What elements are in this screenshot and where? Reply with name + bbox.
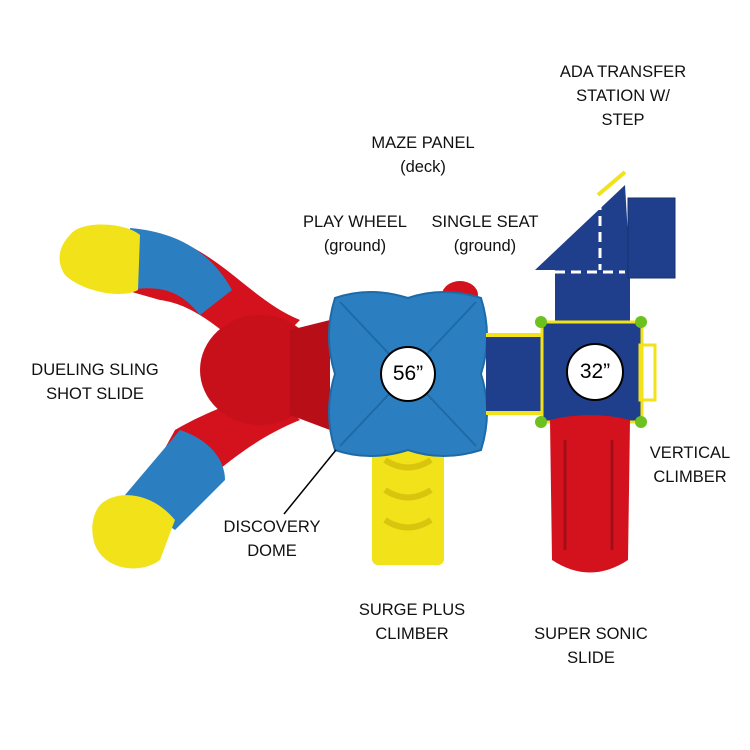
label-super-sonic-slide: SUPER SONIC SLIDE [534, 622, 648, 670]
surge-plus-climber [372, 440, 444, 565]
label-line: (ground) [323, 237, 387, 255]
label-vertical-climber: VERTICAL CLIMBER [650, 441, 730, 489]
label-line: SUPER SONIC [534, 625, 648, 643]
label-line: SLIDE [567, 649, 615, 667]
label-line: (ground) [453, 237, 517, 255]
label-line: DUELING SLING [31, 361, 159, 379]
label-line: DISCOVERY [223, 518, 321, 536]
super-sonic-slide [550, 415, 630, 573]
label-line: SHOT SLIDE [46, 385, 144, 403]
discovery-leader-line [283, 449, 337, 515]
label-line: SURGE PLUS [358, 601, 466, 619]
label-dueling-sling-shot-slide: DUELING SLING SHOT SLIDE [31, 358, 158, 406]
label-surge-plus-climber: SURGE PLUS CLIMBER [359, 598, 465, 646]
label-line: VERTICAL [649, 444, 731, 462]
maze-bridge [486, 335, 546, 413]
ada-transfer-station [535, 185, 630, 270]
label-line: ADA TRANSFER [559, 63, 687, 81]
label-discovery-dome: DISCOVERY DOME [224, 515, 321, 563]
label-line: STATION W/ [576, 87, 670, 105]
label-ada-transfer-station: ADA TRANSFER STATION W/ STEP [560, 60, 686, 132]
label-line: STEP [601, 111, 645, 129]
label-line: MAZE PANEL [371, 134, 475, 152]
label-line: (deck) [400, 158, 446, 176]
label-line: PLAY WHEEL [303, 213, 407, 231]
vertical-climber [638, 343, 657, 402]
label-play-wheel: PLAY WHEEL (ground) [303, 210, 407, 258]
label-line: DOME [247, 542, 297, 560]
label-maze-panel: MAZE PANEL (deck) [371, 131, 474, 179]
large-deck-size: 56” [392, 362, 424, 385]
label-line: CLIMBER [375, 625, 449, 643]
dueling-sling-shot-slide [59, 224, 330, 569]
small-deck-size: 32” [579, 360, 611, 383]
label-line: CLIMBER [653, 468, 727, 486]
label-single-seat: SINGLE SEAT (ground) [432, 210, 539, 258]
label-line: SINGLE SEAT [431, 213, 539, 231]
